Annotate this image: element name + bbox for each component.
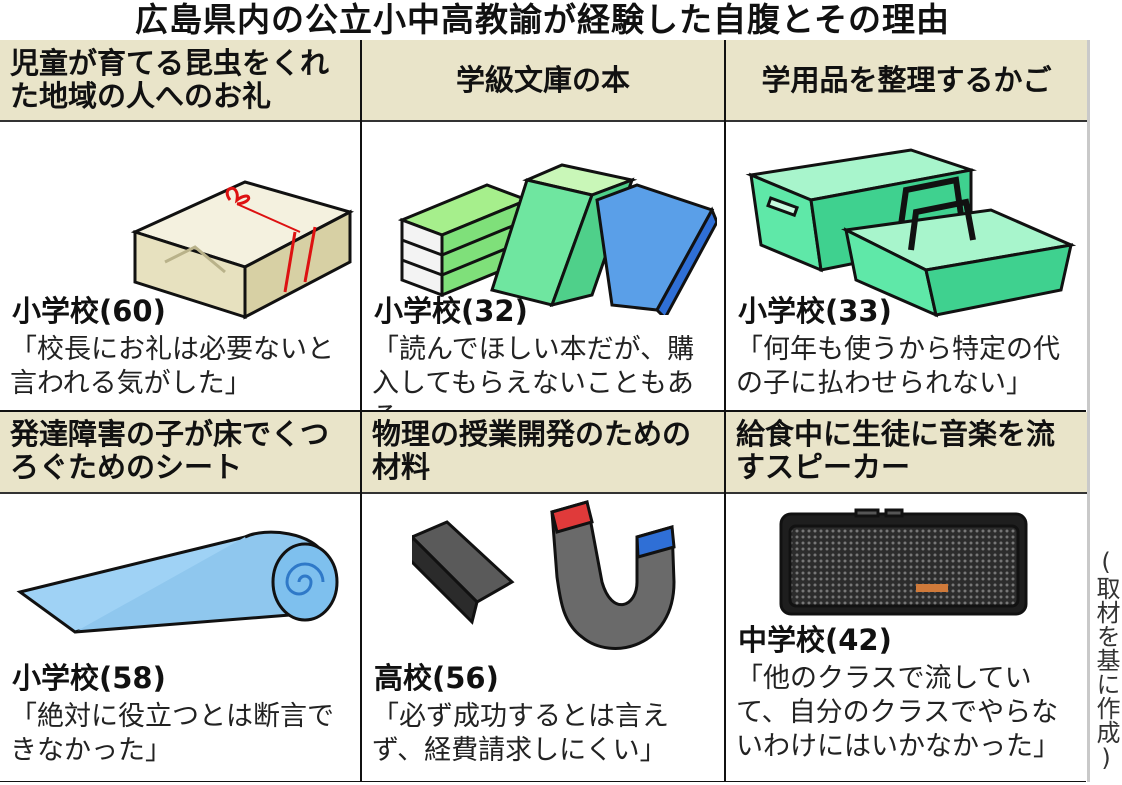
magnet-icon [412,500,676,650]
item-reason: 「何年も使うから特定の代の子に払わせられない」 [736,334,1060,399]
item-school: 小学校(60) [12,294,166,328]
item-heading-text: 学級文庫の本 [455,62,630,97]
item-heading: 学級文庫の本 [362,40,724,122]
item-heading: 学用品を整理するかご [726,40,1087,122]
item-school: 高校(56) [374,661,499,695]
item-card-baskets: 学用品を整理するかご 小学校(33) 「何年も使うから特定の代の子に払わせられな… [726,40,1087,410]
item-heading-text: 物理の授業開発のための材料 [372,417,692,484]
item-card-magnet: 物理の授業開発のための材料 高校(56) 「必ず成功するとは言えず、経費請求しに… [362,412,724,781]
item-heading: 児童が育てる昆虫をくれた地域の人へのお礼 [0,40,360,122]
item-heading-text: 発達障害の子が床でくつろぐためのシート [10,417,330,484]
item-heading: 物理の授業開発のための材料 [362,412,724,494]
books-icon [397,163,717,315]
item-card-books: 学級文庫の本 小学校(32) 「読んでほしい本だが、購入してもらえないこともある… [362,40,724,410]
item-reason: 「絶対に役立つとは断言できなかった」 [10,701,334,766]
item-school: 小学校(58) [12,661,166,695]
item-heading: 給食中に生徒に音楽を流すスピーカー [726,412,1087,494]
item-reason: 「必ず成功するとは言えず、経費請求しにくい」 [372,701,669,766]
source-note: (取材を基に作成) [1092,548,1120,772]
item-reason: 「校長にお礼は必要ないと言われる気がした」 [10,334,334,399]
item-card-gift: 児童が育てる昆虫をくれた地域の人へのお礼 小学校(60) 「校長にお礼は必要ない… [0,40,360,410]
item-grid: 児童が育てる昆虫をくれた地域の人へのお礼 小学校(60) 「校長にお礼は必要ない… [0,40,1087,782]
item-heading: 発達障害の子が床でくつろぐためのシート [0,412,360,494]
item-school: 中学校(42) [738,623,892,657]
item-heading-text: 児童が育てる昆虫をくれた地域の人へのお礼 [10,46,330,113]
rolled-mat-icon [16,530,339,634]
right-divider [1087,40,1090,782]
item-card-mat: 発達障害の子が床でくつろぐためのシート 小学校(58) 「絶対に役立つとは断言で… [0,412,360,781]
baskets-icon [745,148,1076,318]
item-heading-text: 学用品を整理するかご [761,62,1052,97]
speaker-icon [779,508,1028,616]
item-school: 小学校(32) [374,294,528,328]
item-heading-text: 給食中に生徒に音楽を流すスピーカー [736,417,1056,484]
item-reason: 「読んでほしい本だが、購入してもらえないこともある」 [372,334,695,410]
item-school: 小学校(33) [738,294,892,328]
item-card-speaker: 給食中に生徒に音楽を流すスピーカー 中学校(42) 「他のクラスで流していて、自… [726,412,1087,781]
gift-box-icon [130,180,355,320]
page-title: 広島県内の公立小中高教諭が経験した自腹とその理由 [134,0,950,39]
item-reason: 「他のクラスで流していて、自分のクラスでやらないわけにはいかなかった」 [736,663,1060,762]
